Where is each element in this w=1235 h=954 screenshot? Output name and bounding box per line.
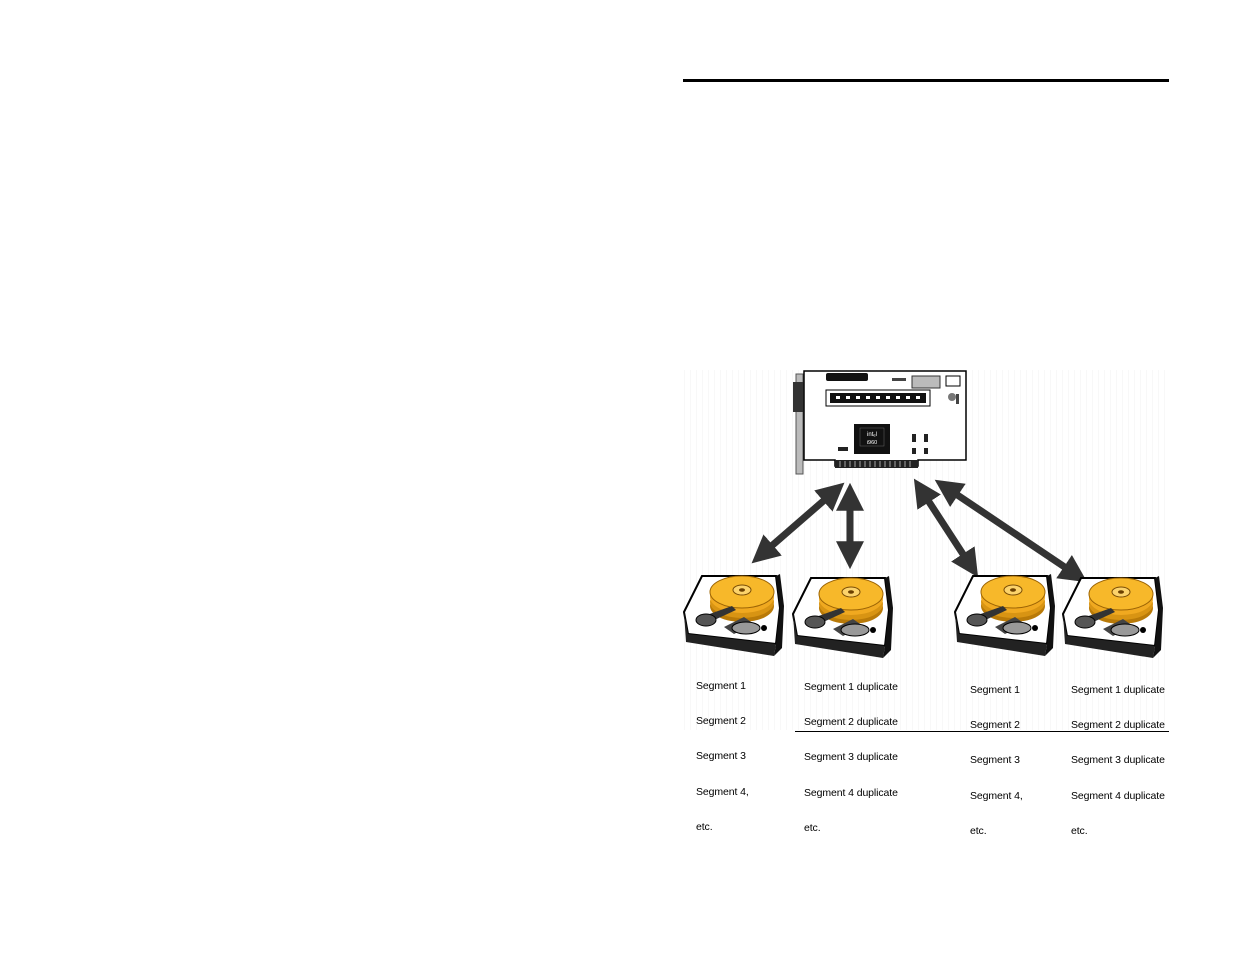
disk3-line: etc.: [970, 825, 987, 838]
disk3-line: Segment 1: [970, 683, 1020, 696]
disk1-label: Segment 1 Segment 2 Segment 3 Segment 4,…: [696, 657, 749, 846]
disk1-line: Segment 2: [696, 714, 746, 727]
arrow-disk1: [751, 482, 845, 564]
disk2-label: Segment 1 duplicate Segment 2 duplicate …: [804, 658, 898, 847]
disk4-line: Segment 1 duplicate: [1071, 683, 1165, 696]
disk-2: [792, 575, 894, 659]
connection-arrows: [751, 478, 1088, 583]
disk4-line: etc.: [1071, 825, 1088, 838]
disk1-line: etc.: [696, 821, 713, 834]
disk3-label: Segment 1 Segment 2 Segment 3 Segment 4,…: [970, 661, 1023, 850]
disk1-line: Segment 1: [696, 679, 746, 692]
top-rule: [683, 79, 1169, 82]
disk2-line: etc.: [804, 822, 821, 835]
disk-3: [954, 573, 1056, 657]
chip-model: i960: [867, 440, 877, 446]
disk4-line: Segment 3 duplicate: [1071, 754, 1165, 767]
disk4-line: Segment 4 duplicate: [1071, 789, 1165, 802]
disk3-line: Segment 3: [970, 754, 1020, 767]
disk1-line: Segment 4,: [696, 785, 749, 798]
disk2-line: Segment 4 duplicate: [804, 786, 898, 799]
bottom-rule: [795, 731, 1169, 732]
disk2-line: Segment 1 duplicate: [804, 680, 898, 693]
disk4-label: Segment 1 duplicate Segment 2 duplicate …: [1071, 661, 1165, 850]
disk4-line: Segment 2 duplicate: [1071, 718, 1165, 731]
disk3-line: Segment 2: [970, 718, 1020, 731]
disk2-line: Segment 3 duplicate: [804, 751, 898, 764]
disk1-line: Segment 3: [696, 750, 746, 763]
chip-brand: intₑl: [867, 432, 877, 438]
raid-controller-card: intₑl i960: [793, 370, 967, 475]
disk2-line: Segment 2 duplicate: [804, 715, 898, 728]
arrow-disk4: [934, 479, 1088, 583]
disk-4: [1062, 575, 1164, 659]
disk-1: [683, 573, 785, 657]
disk3-line: Segment 4,: [970, 789, 1023, 802]
